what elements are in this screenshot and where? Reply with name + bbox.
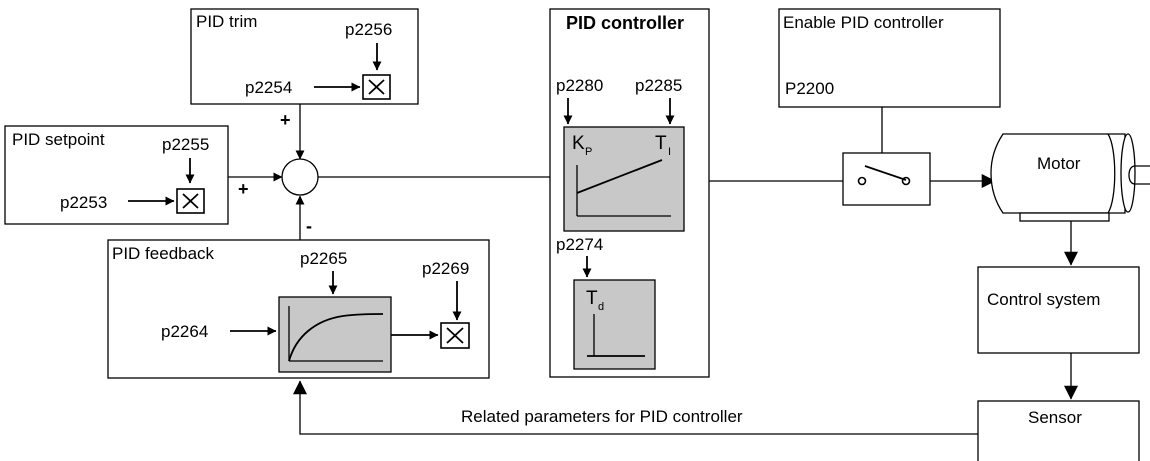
param-p2269: p2269 (422, 259, 469, 278)
summing-junction: + + - (228, 104, 550, 240)
param-p2265: p2265 (300, 249, 347, 268)
ti-subscript: I (668, 146, 671, 158)
pid-controller-title: PID controller (566, 13, 684, 33)
multiply-icon (176, 188, 205, 214)
summing-junction-icon (281, 158, 319, 196)
kp-symbol: K (572, 133, 585, 154)
pid-trim-block: PID trim p2256 p2254 (190, 8, 419, 105)
multiply-icon (440, 322, 470, 349)
td-symbol: T (586, 288, 598, 309)
related-parameters-label: Related parameters for PID controller (461, 407, 743, 426)
feedback-path: Related parameters for PID controller (293, 380, 978, 435)
param-p2200: P2200 (785, 79, 834, 98)
pid-controller-block: PID controller p2280 p2285 K P T I p2274… (549, 8, 843, 378)
ti-symbol: T (655, 133, 667, 154)
motor-icon: Motor (990, 133, 1150, 222)
switch-icon (842, 152, 931, 206)
sensor-block: Sensor (977, 400, 1140, 461)
sensor-label: Sensor (1028, 408, 1082, 427)
pid-trim-title: PID trim (196, 12, 257, 31)
param-p2255: p2255 (162, 135, 209, 154)
param-p2254: p2254 (245, 78, 292, 97)
td-subscript: d (598, 301, 604, 313)
pid-feedback-block: PID feedback p2265 p2269 p2264 (107, 239, 490, 379)
param-p2285: p2285 (635, 76, 682, 95)
param-p2280: p2280 (556, 76, 603, 95)
param-p2264: p2264 (161, 322, 208, 341)
multiply-icon (362, 74, 391, 100)
enable-pid-controller-block: Enable PID controller P2200 (778, 8, 1001, 206)
param-p2256: p2256 (345, 20, 392, 39)
setpoint-plus-sign: + (238, 179, 249, 199)
kp-subscript: P (585, 146, 592, 158)
feedback-minus-sign: - (306, 216, 312, 236)
enable-title: Enable PID controller (783, 13, 944, 32)
pid-feedback-title: PID feedback (112, 244, 215, 263)
param-p2274: p2274 (556, 235, 603, 254)
control-system-block: Control system (977, 266, 1140, 354)
trim-plus-sign: + (280, 110, 291, 130)
motor-label: Motor (1037, 154, 1081, 173)
ramp-icon: K P T I (563, 126, 685, 232)
derivative-icon: T d (573, 279, 656, 370)
param-p2253: p2253 (60, 193, 107, 212)
pid-setpoint-block: PID setpoint p2255 p2253 (4, 125, 229, 225)
pt1-filter-icon (278, 296, 392, 373)
pid-setpoint-title: PID setpoint (12, 130, 105, 149)
control-system-label: Control system (987, 290, 1100, 309)
